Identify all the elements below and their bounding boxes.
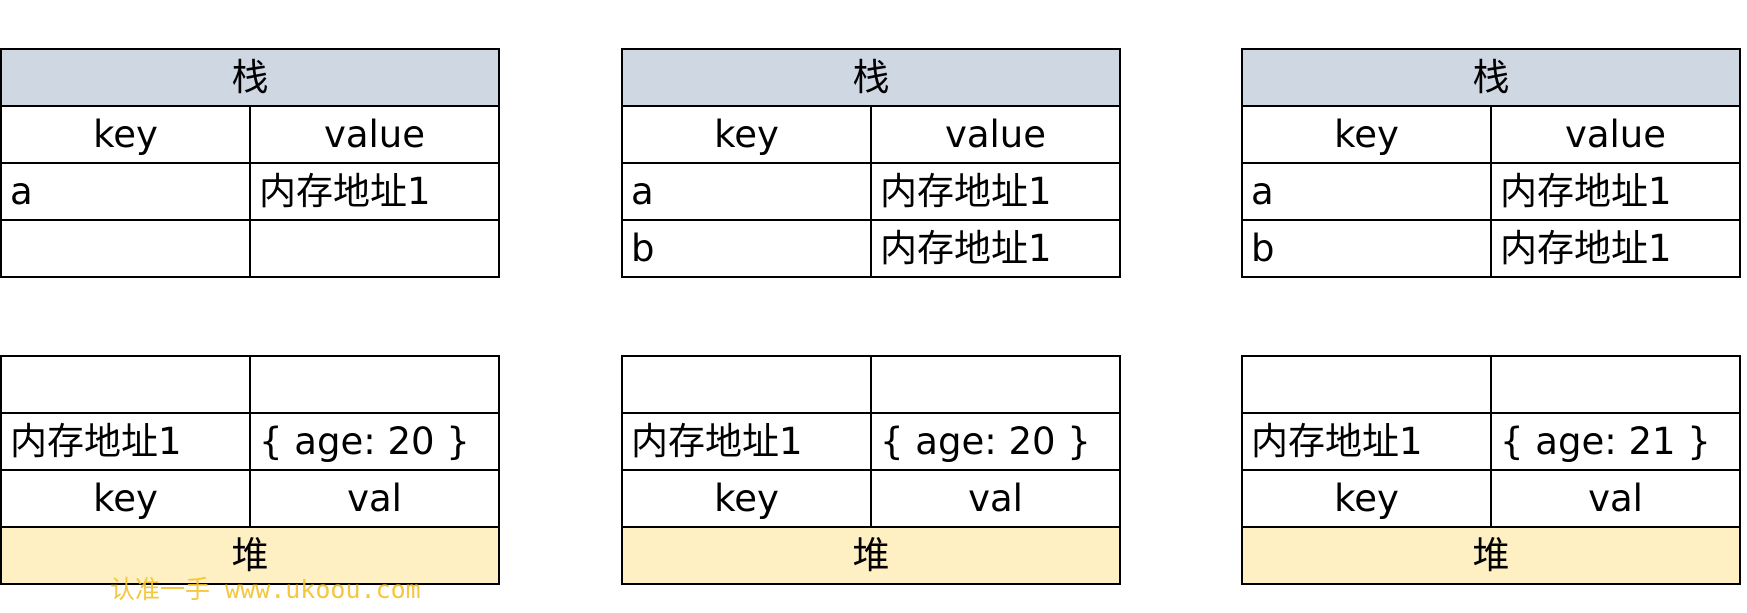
heap-cell-key: 内存地址1: [621, 412, 872, 471]
heap-cell-value: [1490, 355, 1741, 414]
stack-title: 栈: [1241, 48, 1741, 107]
heap-header-key: key: [621, 469, 872, 528]
stack-header-value: value: [249, 105, 500, 164]
stack-header-key: key: [1241, 105, 1492, 164]
stack-cell-value: 内存地址1: [870, 162, 1121, 221]
heap-title: 堆: [621, 526, 1121, 585]
heap-cell-value: { age: 20 }: [870, 412, 1121, 471]
stack-table-1: 栈 key value a 内存地址1: [0, 48, 500, 278]
heap-header-key: key: [1241, 469, 1492, 528]
heap-cell-value: [870, 355, 1121, 414]
heap-header-val: val: [249, 469, 500, 528]
stack-cell-value: 内存地址1: [870, 219, 1121, 278]
heap-title: 堆: [1241, 526, 1741, 585]
stack-cell-key: a: [1241, 162, 1492, 221]
stack-cell-value: [249, 219, 500, 278]
heap-cell-key: 内存地址1: [1241, 412, 1492, 471]
stack-title: 栈: [0, 48, 500, 107]
heap-cell-value: { age: 21 }: [1490, 412, 1741, 471]
heap-table-2: 内存地址1 { age: 20 } key val 堆: [621, 355, 1121, 585]
stack-cell-key: b: [621, 219, 872, 278]
stack-cell-value: 内存地址1: [249, 162, 500, 221]
heap-header-val: val: [870, 469, 1121, 528]
stack-header-key: key: [621, 105, 872, 164]
stack-table-2: 栈 key value a 内存地址1 b 内存地址1: [621, 48, 1121, 278]
stack-table-3: 栈 key value a 内存地址1 b 内存地址1: [1241, 48, 1741, 278]
watermark-text: 认准一手 www.ukoou.com: [110, 575, 421, 604]
stack-cell-key: a: [621, 162, 872, 221]
stack-cell-key: a: [0, 162, 251, 221]
stack-cell-value: 内存地址1: [1490, 219, 1741, 278]
heap-table-3: 内存地址1 { age: 21 } key val 堆: [1241, 355, 1741, 585]
heap-cell-key: [1241, 355, 1492, 414]
stack-header-value: value: [1490, 105, 1741, 164]
stack-cell-value: 内存地址1: [1490, 162, 1741, 221]
heap-cell-value: { age: 20 }: [249, 412, 500, 471]
stack-header-value: value: [870, 105, 1121, 164]
stack-cell-key: [0, 219, 251, 278]
heap-cell-value: [249, 355, 500, 414]
heap-cell-key: [621, 355, 872, 414]
stack-title: 栈: [621, 48, 1121, 107]
stack-cell-key: b: [1241, 219, 1492, 278]
heap-title: 堆: [0, 526, 500, 585]
heap-cell-key: [0, 355, 251, 414]
heap-header-key: key: [0, 469, 251, 528]
stack-header-key: key: [0, 105, 251, 164]
heap-table-1: 内存地址1 { age: 20 } key val 堆: [0, 355, 500, 585]
heap-header-val: val: [1490, 469, 1741, 528]
heap-cell-key: 内存地址1: [0, 412, 251, 471]
